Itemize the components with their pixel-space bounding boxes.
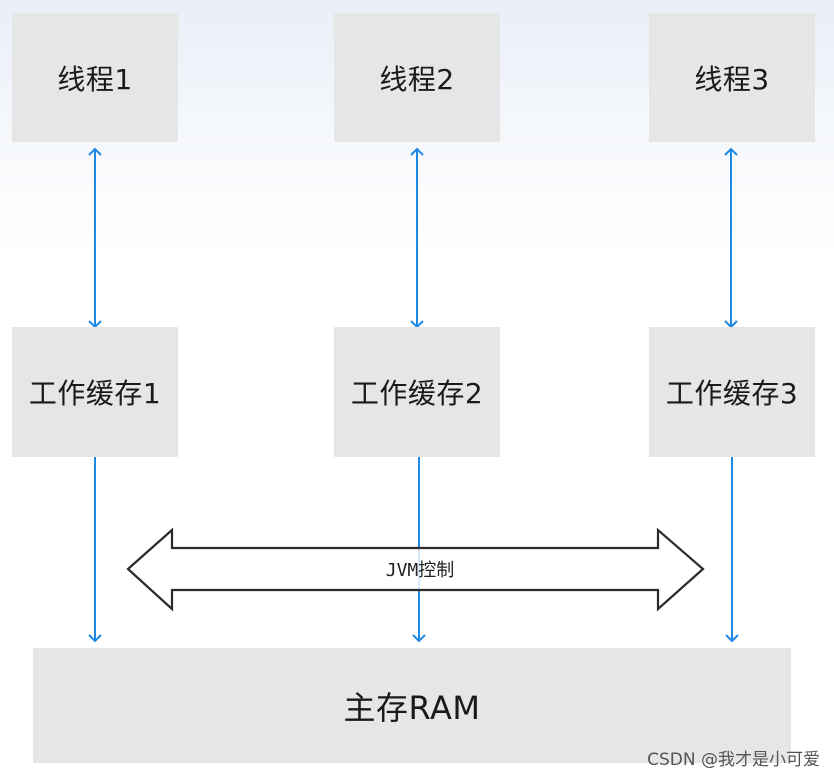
thread-label-2: 线程2 [379,62,455,96]
jvm-control-label: JVM控制 [385,560,455,581]
working-cache-label-2: 工作缓存2 [350,377,484,410]
working-cache-box-3: 工作缓存3 [649,327,815,457]
working-cache-box-2: 工作缓存2 [334,327,500,457]
jvm-control-arrow [126,527,705,612]
thread-label-3: 线程3 [694,62,770,96]
thread-box-2: 线程2 [334,13,500,142]
thread-box-1: 线程1 [12,13,178,142]
working-cache-label-3: 工作缓存3 [665,377,799,410]
watermark-text: CSDN @我才是小可爱 [647,750,820,770]
working-cache-box-1: 工作缓存1 [12,327,178,457]
thread-label-1: 线程1 [57,62,133,96]
main-memory-label: 主存RAM [343,688,481,727]
thread-box-3: 线程3 [649,13,815,142]
working-cache-label-1: 工作缓存1 [28,377,162,410]
main-memory-box: 主存RAM [33,648,791,763]
